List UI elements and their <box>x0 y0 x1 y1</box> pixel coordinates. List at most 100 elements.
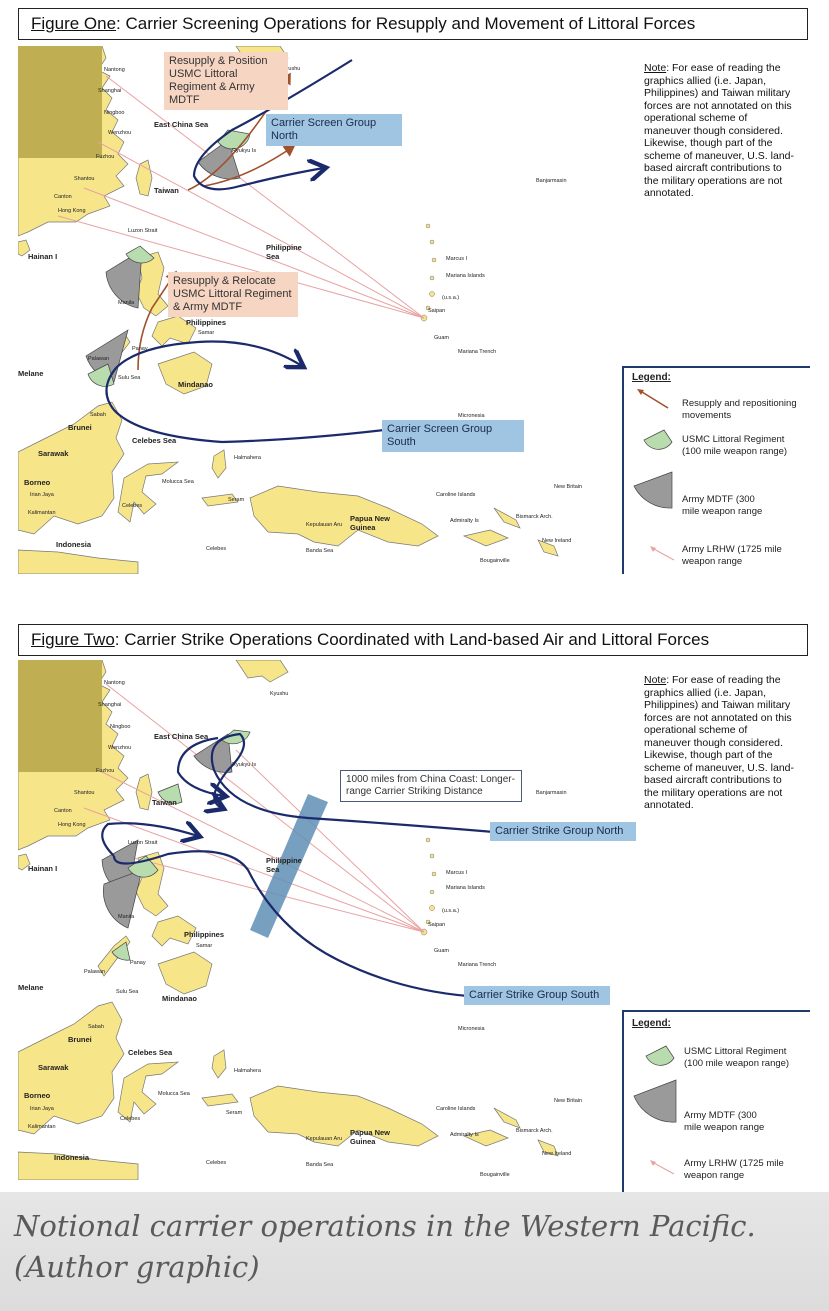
place-manila: Manila <box>118 914 135 920</box>
place-sulu-sea: Sulu Sea <box>118 375 141 381</box>
place-luzon-strait: Luzon Strait <box>128 228 158 234</box>
place-kepulauan-aru: Banda Sea <box>306 548 334 554</box>
place-guam: Saipan <box>428 922 446 928</box>
place-melane: New Britain <box>554 484 583 490</box>
place-sabah: Sabah <box>88 1024 104 1030</box>
place-hong-kong: Hong Kong <box>58 208 86 214</box>
figure-one-title-label: Figure One <box>31 14 117 33</box>
place-celebes: Celebes <box>122 503 143 509</box>
place-mindanao: Mindanao <box>178 380 213 389</box>
place-indonesia: Indonesia <box>54 1153 90 1162</box>
place-caroline-islands: Micronesia <box>458 413 485 419</box>
place-nantong: Nantong <box>104 680 125 686</box>
legend-lrhw: Army LRHW (1725 mile weapon range <box>684 1158 784 1181</box>
place-taiwan: Taiwan <box>152 798 177 807</box>
callout-carrier-strike-north: Carrier Strike Group North <box>490 822 636 841</box>
place-new-britain: Bougainville <box>480 558 510 564</box>
place-fuzhou: Fuzhou <box>96 154 115 160</box>
place-melane: New Britain <box>554 1098 583 1104</box>
place-banjarmasin: Kalimantan <box>28 1124 56 1130</box>
place-east-china-sea: East China Sea <box>154 120 209 129</box>
image-caption: Notional carrier operations in the Weste… <box>0 1192 829 1311</box>
place-mariana-islands: Marcus I <box>446 870 468 876</box>
visayas-islands <box>151 315 197 347</box>
place-celebes-sea: Celebes Sea <box>132 436 177 445</box>
callout-resupply-north: Resupply & Position USMC Littoral Regime… <box>164 52 288 110</box>
place-philippine-sea: Philippine Sea <box>266 243 302 261</box>
place-banda-sea: Celebes <box>206 1160 227 1166</box>
place-admiralty: Caroline Islands <box>436 492 476 498</box>
place-molucca-sea: Molucca Sea <box>162 479 194 485</box>
place-taiwan: Taiwan <box>154 186 179 195</box>
mdtf-wedge-north <box>197 139 241 180</box>
java-island <box>18 549 139 574</box>
place-new-ireland: Bismarck Arch. <box>516 1128 553 1134</box>
place-guam: Saipan <box>428 308 446 314</box>
place-wenzhou: Wenzhou <box>108 745 132 751</box>
carrier-strike-tracks <box>101 732 495 998</box>
place-indonesia: Indonesia <box>56 540 92 549</box>
place-samar: Samar <box>198 330 215 336</box>
figure-one-title: Figure One: Carrier Screening Operations… <box>18 8 808 40</box>
place-a-sea: Melane <box>18 983 44 992</box>
figure-two-title-label: Figure Two <box>31 630 115 649</box>
place-hainan: Hainan I <box>28 864 58 873</box>
place-banjarmasin: Kalimantan <box>28 510 56 516</box>
note-label: Note <box>644 62 667 74</box>
place-panay: Panay <box>130 960 146 966</box>
place-shantou: Shantou <box>74 176 95 182</box>
place-shanghai: Shanghai <box>98 88 122 94</box>
place-sarawak: Sarawak <box>38 1063 69 1072</box>
place-banda-sea: Celebes <box>206 546 227 552</box>
place-irian-jaya: Kepulauan Aru <box>306 522 343 528</box>
callout-strike-distance: 1000 miles from China Coast: Longer-rang… <box>340 770 522 802</box>
place-a-sea: Melane <box>18 369 44 378</box>
place-brunei: Brunei <box>68 423 92 432</box>
place-caroline-islands: Micronesia <box>458 1026 485 1032</box>
place-ryukyu: Ryukyu Is <box>232 762 257 768</box>
note-text: : For ease of reading the graphics allie… <box>644 62 794 199</box>
note-label: Note <box>644 674 667 686</box>
place-nantong: Nantong <box>104 67 125 73</box>
place-sabah: Sabah <box>90 412 106 418</box>
halmahera-island <box>211 449 227 479</box>
legend-heading: Legend: <box>632 1018 671 1029</box>
place-fuzhou: Fuzhou <box>96 768 115 774</box>
figure-two-note: Note: For ease of reading the graphics a… <box>644 674 794 812</box>
legend-littoral: USMC Littoral Regiment (100 mile weapon … <box>682 434 788 457</box>
place-molucca-sea: Molucca Sea <box>158 1091 190 1097</box>
mainland-interior <box>18 46 102 158</box>
strike-distance-band <box>250 794 328 938</box>
place-manila: Manila <box>118 300 135 306</box>
place-palawan: Palawan <box>84 969 106 975</box>
place-palawan: Palawan <box>88 356 110 362</box>
place-admiralty: Caroline Islands <box>436 1106 476 1112</box>
figure-two-title: Figure Two: Carrier Strike Operations Co… <box>18 624 808 656</box>
place-celebes-sea: Celebes Sea <box>128 1048 173 1057</box>
hainan-island <box>18 239 31 257</box>
littoral-wedge-luzon <box>125 245 155 264</box>
legend-symbols <box>633 389 675 561</box>
place-marcus: Banjarmasin <box>536 790 567 796</box>
place-halmahera: Halmahera <box>234 1068 261 1074</box>
place-seram: Seram <box>226 1110 243 1116</box>
legend-littoral: USMC Littoral Regiment (100 mile weapon … <box>684 1046 790 1069</box>
place-borneo: Borneo <box>24 1091 51 1100</box>
place-philippine-sea: Philippine Sea <box>266 856 302 874</box>
legend-symbols <box>633 1045 677 1175</box>
place-new-britain: Bougainville <box>480 1172 510 1178</box>
place-philippines: Philippines <box>184 930 225 939</box>
place-saipan: (u.s.a.) <box>442 908 460 914</box>
place-shantou: Shantou <box>74 790 95 796</box>
place-micronesia: Mariana Trench <box>458 962 497 968</box>
place-samar: Samar <box>196 943 213 949</box>
legend-lrhw: Army LRHW (1725 mile weapon range <box>682 544 782 567</box>
celebes-island <box>117 461 180 523</box>
place-sarawak: Sarawak <box>38 449 69 458</box>
place-hong-kong: Hong Kong <box>58 822 86 828</box>
mdtf-wedge-luzon <box>105 249 143 309</box>
bougainville-island <box>537 539 559 557</box>
place-kepulauan-aru: Banda Sea <box>306 1162 334 1168</box>
place-hainan: Hainan I <box>28 252 58 261</box>
new-guinea-island <box>249 485 439 547</box>
